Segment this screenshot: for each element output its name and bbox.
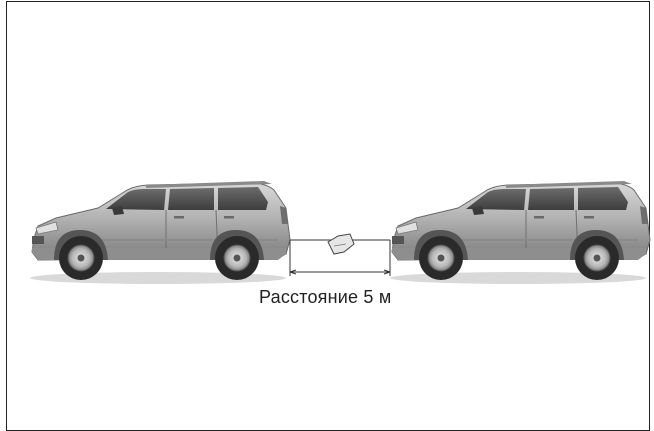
front-car [389,180,651,285]
distance-bracket [289,239,391,276]
distance-label: Расстояние 5 м [259,287,392,307]
rear-car [29,180,291,285]
cloth-flag-icon [327,233,355,255]
